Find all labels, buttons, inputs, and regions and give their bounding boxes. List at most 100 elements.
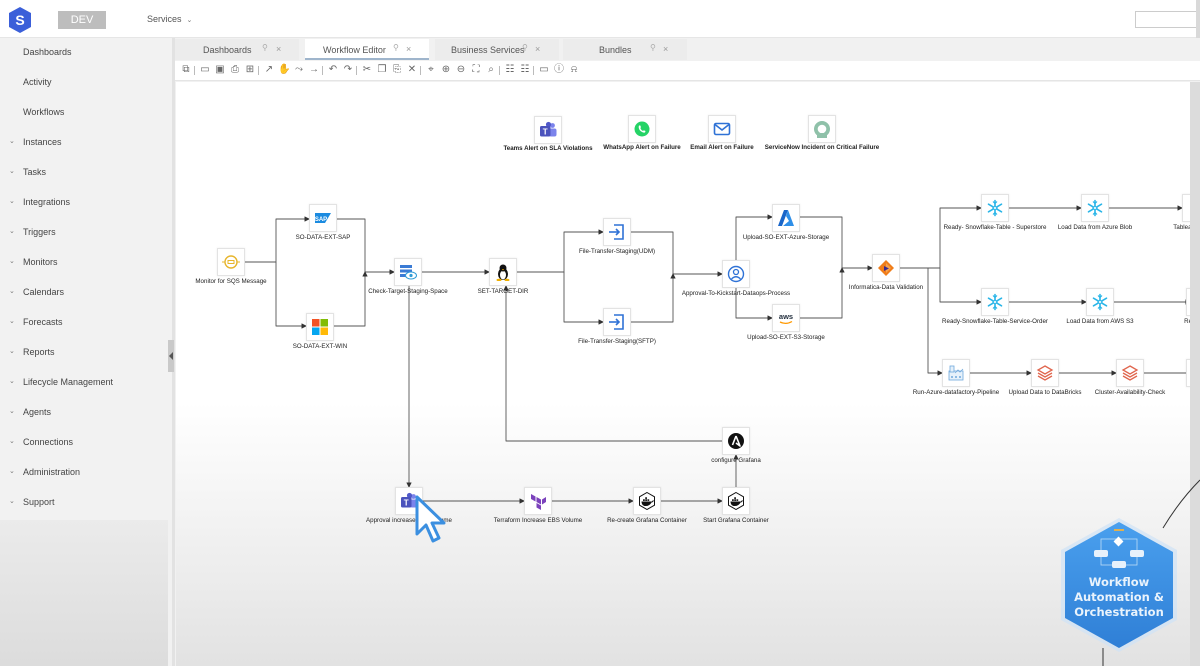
workflow-node-sf1[interactable] <box>981 194 1009 222</box>
pin-icon[interactable]: ⚲ <box>393 43 399 52</box>
sidebar-item-lifecycle-management[interactable]: ⌄Lifecycle Management <box>0 368 172 398</box>
line-icon[interactable]: → <box>309 64 319 75</box>
workflow-edge[interactable] <box>631 273 676 323</box>
fit-icon[interactable]: ⌖ <box>428 64 434 75</box>
workflow-node-db2[interactable] <box>1116 359 1144 387</box>
sidebar-item-integrations[interactable]: ⌄Integrations <box>0 188 172 218</box>
alert-node[interactable]: T <box>534 116 562 144</box>
select-arrow-icon[interactable]: ↗ <box>264 64 274 75</box>
workflow-node-win[interactable] <box>306 313 334 341</box>
paste-icon[interactable]: ⎘ <box>393 64 401 75</box>
undo-icon[interactable]: ↶ <box>328 64 338 75</box>
sidebar-item-calendars[interactable]: ⌄Calendars <box>0 278 172 308</box>
print-icon[interactable]: ⎙ <box>231 64 239 75</box>
workflow-edge[interactable] <box>631 231 723 277</box>
pan-hand-icon[interactable]: ✋ <box>278 64 291 75</box>
monitor-icon[interactable]: ▭ <box>539 64 549 75</box>
add-icon[interactable]: ⊞ <box>245 64 255 75</box>
workflow-node-settarget[interactable] <box>489 258 517 286</box>
window-scrollbar[interactable] <box>1196 0 1200 40</box>
sidebar-item-dashboards[interactable]: Dashboards <box>0 38 172 68</box>
close-icon[interactable]: × <box>535 44 541 54</box>
app-logo[interactable]: S <box>8 7 32 33</box>
alert-node[interactable] <box>708 115 736 143</box>
sidebar-item-triggers[interactable]: ⌄Triggers <box>0 218 172 248</box>
alert-node[interactable] <box>628 115 656 143</box>
workflow-edge[interactable] <box>517 229 604 273</box>
workflow-node-s3[interactable]: aws <box>772 304 800 332</box>
screenshot-icon[interactable]: ⧉ <box>182 64 190 75</box>
workflow-node-startgraf[interactable] <box>722 487 750 515</box>
workflow-node-ftsftp[interactable] <box>603 308 631 336</box>
workflow-node-db1[interactable] <box>1031 359 1059 387</box>
bell-icon[interactable]: ⍾ <box>570 64 578 75</box>
workflow-node-ansible[interactable] <box>722 427 750 455</box>
sidebar-collapse-button[interactable] <box>168 340 174 372</box>
sidebar-item-activity[interactable]: Activity <box>0 68 172 98</box>
pin-icon[interactable]: ⚲ <box>522 43 528 52</box>
workflow-node-check[interactable] <box>394 258 422 286</box>
workflow-edge[interactable] <box>735 288 773 321</box>
open-folder-icon[interactable]: ▭ <box>200 64 210 75</box>
close-icon[interactable]: × <box>663 44 669 54</box>
workflow-edge[interactable] <box>900 205 982 269</box>
pin-icon[interactable]: ⚲ <box>262 43 268 52</box>
sidebar-item-instances[interactable]: ⌄Instances <box>0 128 172 158</box>
copy-icon[interactable]: ❐ <box>377 64 387 75</box>
workflow-node-sf4[interactable] <box>1086 288 1114 316</box>
workflow-node-refresh[interactable] <box>1186 288 1190 316</box>
redo-icon[interactable]: ↷ <box>343 64 353 75</box>
pin-icon[interactable]: ⚲ <box>650 43 656 52</box>
workflow-node-sf3[interactable] <box>981 288 1009 316</box>
connector-icon[interactable]: ⤳ <box>295 64 303 75</box>
workflow-node-azure[interactable] <box>772 204 800 232</box>
sidebar-item-agents[interactable]: ⌄Agents <box>0 398 172 428</box>
hierarchy-icon[interactable]: ☷ <box>520 64 530 75</box>
sidebar-item-tasks[interactable]: ⌄Tasks <box>0 158 172 188</box>
tab-bundles[interactable]: Bundles ⚲ × <box>563 39 687 60</box>
fullscreen-icon[interactable]: ⛶ <box>472 64 480 75</box>
sidebar-item-monitors[interactable]: ⌄Monitors <box>0 248 172 278</box>
workflow-edge[interactable] <box>563 272 604 325</box>
services-menu[interactable]: Services⌄ <box>147 14 192 24</box>
sidebar-item-forecasts[interactable]: ⌄Forecasts <box>0 308 172 338</box>
workflow-node-ftudm[interactable] <box>603 218 631 246</box>
workflow-edge[interactable] <box>939 268 982 305</box>
workflow-node-informatica[interactable] <box>872 254 900 282</box>
environment-badge[interactable]: DEV <box>58 11 106 29</box>
workflow-node-sap[interactable]: SAP <box>309 204 337 232</box>
help-icon[interactable]: ⓘ <box>554 64 564 75</box>
zoom-out-icon[interactable]: ⊖ <box>456 64 466 75</box>
search-input[interactable] <box>1135 11 1197 28</box>
workflow-node-tableau[interactable] <box>1182 194 1190 222</box>
sidebar-item-support[interactable]: ⌄Support <box>0 488 172 518</box>
delete-icon[interactable]: ✕ <box>407 64 417 75</box>
sidebar-item-workflows[interactable]: Workflows <box>0 98 172 128</box>
sidebar-item-reports[interactable]: ⌄Reports <box>0 338 172 368</box>
layout-icon[interactable]: ☷ <box>505 64 515 75</box>
workflow-edge[interactable] <box>735 214 773 260</box>
workflow-edge[interactable] <box>927 268 943 376</box>
zoom-in-icon[interactable]: ⊕ <box>441 64 451 75</box>
workflow-node-recreate[interactable] <box>633 487 661 515</box>
save-icon[interactable]: ▣ <box>215 64 225 75</box>
workflow-edge[interactable] <box>275 262 307 329</box>
cut-icon[interactable]: ✂ <box>362 64 372 75</box>
tab-dashboards[interactable]: Dashboards ⚲ × <box>175 39 299 60</box>
search-icon[interactable]: ⌕ <box>488 64 494 75</box>
close-icon[interactable]: × <box>276 44 282 54</box>
workflow-node-terraform[interactable] <box>524 487 552 515</box>
workflow-node-sf2[interactable] <box>1081 194 1109 222</box>
sidebar-item-connections[interactable]: ⌄Connections <box>0 428 172 458</box>
workflow-node-adf[interactable] <box>942 359 970 387</box>
workflow-edge[interactable] <box>503 285 722 442</box>
tab-business-services[interactable]: Business Services ⚲ × <box>435 39 559 60</box>
canvas-scrollbar[interactable] <box>1190 82 1200 666</box>
sidebar-item-administration[interactable]: ⌄Administration <box>0 458 172 488</box>
tab-workflow-editor[interactable]: Workflow Editor ⚲ × <box>305 39 429 60</box>
workflow-edge[interactable] <box>800 216 873 271</box>
close-icon[interactable]: × <box>406 44 412 54</box>
workflow-edge[interactable] <box>245 216 310 263</box>
workflow-edge[interactable] <box>800 267 845 319</box>
